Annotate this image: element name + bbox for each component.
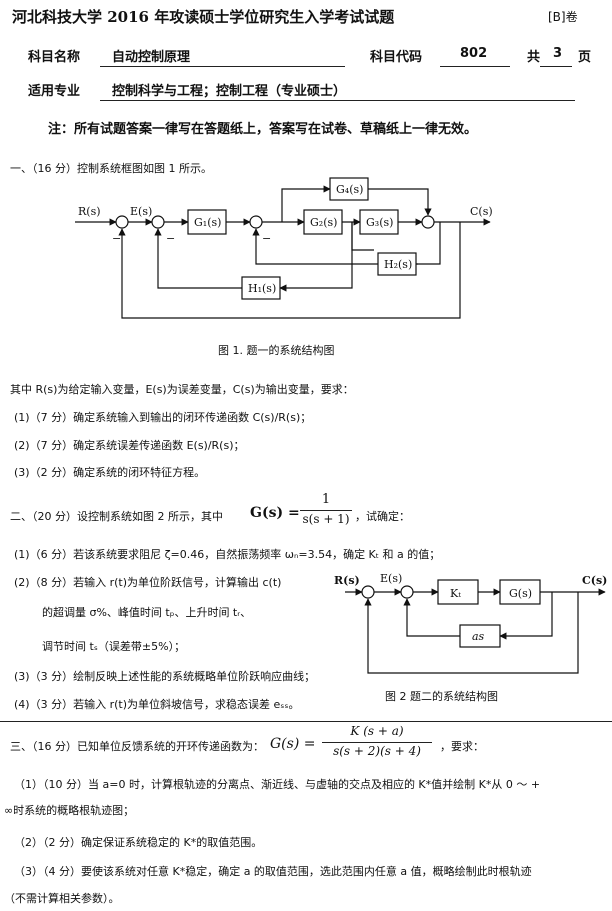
fig1-g4-label: G₄(s) bbox=[336, 183, 363, 196]
fig1-r-label: R(s) bbox=[78, 205, 101, 218]
q2-item-1: (1)（6 分）若该系统要求阻尼 ζ=0.46，自然振荡频率 ωₙ=3.54，确… bbox=[14, 548, 441, 561]
q3-item-3-cont: （不需计算相关参数）。 bbox=[4, 892, 120, 905]
subject-underline bbox=[100, 66, 345, 67]
q3-item-1: （1）（10 分）当 a=0 时，计算根轨迹的分离点、渐近线、与虚轴的交点及相应… bbox=[14, 778, 541, 791]
paper-label: [B]卷 bbox=[548, 10, 578, 24]
major-underline bbox=[100, 100, 575, 101]
fig2-caption: 图 2 题二的系统结构图 bbox=[385, 690, 498, 703]
q1-item-2: (2)（7 分）确定系统误差传递函数 E(s)/R(s)； bbox=[14, 439, 245, 452]
q3-item-2: （2）（2 分）确定保证系统稳定的 K*的取值范围。 bbox=[14, 836, 263, 849]
fig1-h2-label: H₂(s) bbox=[384, 258, 412, 271]
fig2-sum-1 bbox=[361, 585, 375, 599]
q3-intro-end: ，要求： bbox=[440, 740, 484, 753]
q2-intro: 二、（20 分）设控制系统如图 2 所示，其中 bbox=[10, 510, 223, 523]
subject-value: 自动控制原理 bbox=[112, 50, 191, 65]
q1-item-3: (3)（2 分）确定系统的闭环特征方程。 bbox=[14, 466, 206, 479]
fig2-sum-2 bbox=[400, 585, 414, 599]
fig1-minus-1: − bbox=[112, 232, 121, 245]
fig2-kt-label: Kₜ bbox=[450, 587, 461, 600]
code-value: 802 bbox=[460, 46, 488, 61]
fig1-caption: 图 1. 题一的系统结构图 bbox=[218, 344, 335, 357]
fig1-minus-3: − bbox=[262, 232, 271, 245]
code-label: 科目代码 bbox=[370, 50, 423, 65]
fig1-minus-2: − bbox=[166, 232, 175, 245]
q3-item-3: （3）（4 分）要使该系统对任意 K*稳定，确定 a 的取值范围，选此范围内任意… bbox=[14, 865, 532, 878]
q2-item-3: (3)（3 分）绘制反映上述性能的系统概略单位阶跃响应曲线； bbox=[14, 670, 316, 683]
pages-value: 3 bbox=[553, 46, 563, 61]
fig2-as-label: as bbox=[472, 630, 485, 643]
q2-intro-end: ，试确定： bbox=[355, 510, 410, 523]
notice: 注：所有试题答案一律写在答题纸上，答案写在试卷、草稿纸上一律无效。 bbox=[48, 122, 478, 137]
q2-g-denominator: s(s + 1) bbox=[302, 512, 350, 526]
fig1-g1-label: G₁(s) bbox=[194, 216, 221, 229]
major-label: 适用专业 bbox=[28, 84, 81, 99]
fig1-g2-label: G₂(s) bbox=[310, 216, 337, 229]
code-underline bbox=[440, 66, 510, 67]
q3-g-lhs: G(s) = bbox=[270, 736, 316, 752]
q3-g-denominator: s(s + 2)(s + 4) bbox=[333, 744, 421, 758]
fig1-c-label: C(s) bbox=[470, 205, 493, 218]
fig1-e-label: E(s) bbox=[130, 205, 152, 218]
q1-description: 其中 R(s)为给定输入变量，E(s)为误差变量，C(s)为输出变量，要求： bbox=[10, 383, 354, 396]
q2-item-2-cont-2: 调节时间 tₛ（误差带±5%）； bbox=[42, 640, 186, 653]
q2-fraction-bar bbox=[300, 510, 352, 511]
q3-g-numerator: K (s + a) bbox=[350, 724, 404, 738]
pages-prefix: 共 bbox=[527, 50, 541, 65]
fig2-r-label: R(s) bbox=[334, 574, 360, 587]
fig2-e-label: E(s) bbox=[380, 572, 402, 585]
q1-item-1: (1)（7 分）确定系统输入到输出的闭环传递函数 C(s)/R(s)； bbox=[14, 411, 312, 424]
q3-item-1-cont: ∞时系统的概略根轨迹图； bbox=[4, 804, 135, 817]
fig1-h1-label: H₁(s) bbox=[248, 282, 276, 295]
exam-title: 河北科技大学 2016 年攻读硕士学位研究生入学考试试题 bbox=[12, 8, 395, 26]
q1-intro: 一、（16 分）控制系统框图如图 1 所示。 bbox=[10, 162, 212, 175]
fig2-g-label: G(s) bbox=[509, 587, 532, 600]
fig1-g3-label: G₃(s) bbox=[366, 216, 393, 229]
q2-g-lhs: G(s) = bbox=[250, 505, 300, 521]
q2-item-2-cont-1: 的超调量 σ%、峰值时间 tₚ、上升时间 tᵣ、 bbox=[42, 606, 252, 619]
q3-intro: 三、（16 分）已知单位反馈系统的开环传递函数为： bbox=[10, 740, 264, 753]
subject-label: 科目名称 bbox=[28, 50, 81, 65]
q2-g-numerator: 1 bbox=[321, 492, 331, 507]
q2-item-2: (2)（8 分）若输入 r(t)为单位阶跃信号，计算输出 c(t) bbox=[14, 576, 282, 589]
pages-suffix: 页 bbox=[578, 50, 592, 65]
fig2-c-label: C(s) bbox=[582, 574, 607, 587]
section-divider bbox=[0, 721, 612, 722]
q2-item-4: (4)（3 分）若输入 r(t)为单位斜坡信号，求稳态误差 eₛₛ。 bbox=[14, 698, 300, 711]
q3-fraction-bar bbox=[322, 742, 432, 743]
major-value: 控制科学与工程；控制工程（专业硕士） bbox=[112, 84, 347, 99]
pages-underline bbox=[540, 66, 572, 67]
